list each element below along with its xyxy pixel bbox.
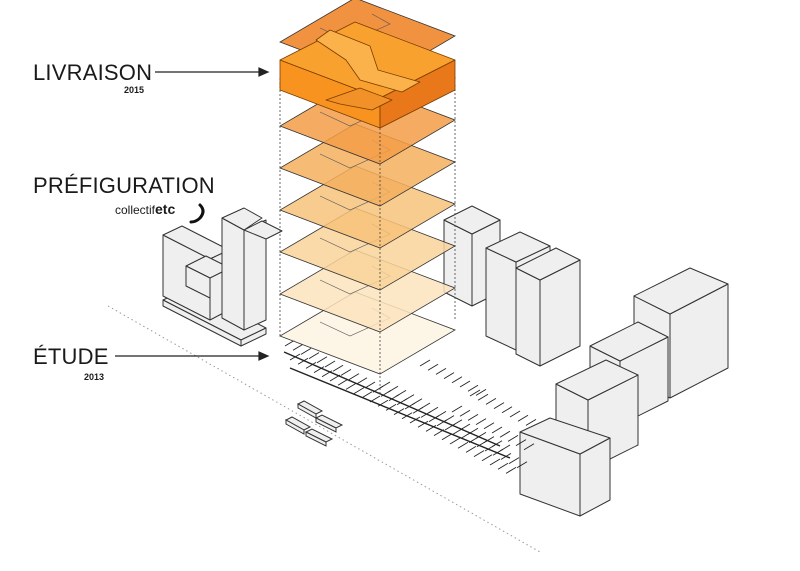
bench-blocks (284, 400, 344, 447)
credit-brand: etc (155, 201, 176, 217)
phase-label-study: ÉTUDE (33, 344, 109, 369)
hatch-line (395, 390, 407, 397)
hatch-line (364, 381, 376, 389)
hatch-line (305, 362, 317, 369)
hatch-line (469, 389, 481, 397)
hatch-line (337, 378, 349, 386)
hatch-line (475, 389, 487, 396)
hatch-line (475, 418, 487, 425)
hatch-line (435, 411, 447, 418)
phase-label-prefiguration: PRÉFIGURATION (33, 173, 215, 198)
hatch-line (451, 405, 463, 413)
hatch-line (340, 369, 352, 376)
phase-year-delivery: 2015 (124, 85, 145, 95)
hatch-line (292, 343, 304, 351)
hatch-line (353, 387, 365, 394)
hatch-line (523, 443, 535, 451)
phase-year-study: 2013 (84, 372, 105, 382)
hatch-line (332, 364, 344, 372)
hatch-line (493, 402, 505, 409)
hatch-line (308, 352, 320, 359)
hatch-line (459, 409, 471, 417)
hatch-line (427, 363, 439, 371)
hatch-line (297, 357, 309, 365)
hatch-line (435, 368, 447, 375)
ground-plan-hatching (283, 339, 537, 474)
hatch-line (348, 373, 360, 380)
hatch-line (324, 360, 336, 368)
hatch-line (491, 426, 503, 434)
building-right-lower (519, 267, 729, 517)
building-left (162, 207, 283, 347)
hatch-line (508, 457, 520, 464)
hatch-line (459, 380, 471, 388)
hatch-line (451, 419, 463, 427)
hatch-line (505, 467, 517, 474)
hatch-line (403, 394, 415, 401)
hatch-line (427, 406, 439, 414)
hatch-line (457, 441, 469, 449)
hatch-line (300, 348, 312, 355)
hatch-line (417, 420, 429, 428)
hatch-line (525, 419, 537, 426)
arrow-head-delivery-icon (258, 67, 270, 77)
hatch-line (393, 408, 405, 415)
hatch-line (379, 381, 391, 389)
hatch-line (441, 433, 453, 441)
hatch-line (443, 415, 455, 422)
hatch-line (509, 410, 521, 418)
hatch-line (473, 450, 485, 457)
hatch-line (483, 422, 495, 430)
arrow-head-study-icon (258, 351, 270, 361)
hatch-line (356, 377, 368, 385)
hatch-line (515, 439, 527, 446)
building-right-upper (443, 205, 581, 367)
phase-label-delivery: LIVRAISON (33, 60, 153, 85)
hatch-line (345, 383, 357, 390)
credit-prefix: collectif (115, 203, 156, 217)
hatch-line (387, 385, 399, 393)
hatch-line (489, 458, 501, 466)
collectif-etc-logo-icon (189, 203, 205, 224)
collectif-etc-credit: collectifetc (115, 201, 175, 217)
vertical-guides (279, 40, 456, 396)
hatch-line (499, 444, 511, 452)
hatch-line (361, 391, 373, 399)
hatch-line (475, 432, 487, 439)
hatch-line (485, 398, 497, 405)
hatch-line (516, 461, 528, 469)
hatch-line (419, 359, 431, 367)
hatch-rail (289, 367, 511, 459)
hatch-line (507, 435, 519, 442)
hatch-line (467, 414, 479, 421)
hatch-line (449, 437, 461, 445)
hatch-line (467, 384, 479, 392)
hatch-line (517, 414, 529, 422)
hatch-line (443, 372, 455, 379)
hatch-rail (283, 351, 501, 447)
hatch-line (465, 446, 477, 453)
hatch-line (313, 366, 325, 373)
delivery-roof-object (279, 21, 456, 129)
hatch-line (385, 404, 397, 411)
hatch-line (501, 406, 513, 414)
hatch-line (409, 416, 421, 424)
hatch-line (451, 376, 463, 384)
hatch-line (499, 430, 511, 438)
site-boundary-line (107, 305, 541, 553)
hatch-line (497, 462, 509, 470)
hatch-line (481, 454, 493, 462)
hatch-line (491, 440, 503, 448)
hatch-line (419, 402, 431, 410)
hatch-line (483, 436, 495, 443)
label-arrows (115, 67, 270, 361)
hatch-line (316, 356, 328, 364)
hatch-line (477, 393, 489, 401)
hatch-line (411, 398, 423, 406)
